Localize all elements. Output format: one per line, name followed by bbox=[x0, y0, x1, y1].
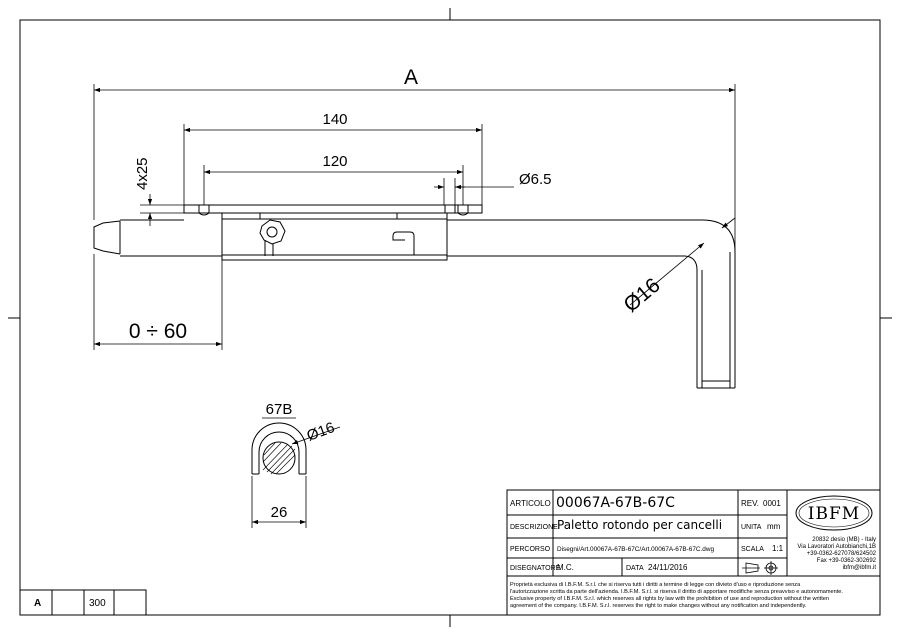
title-block bbox=[506, 489, 881, 616]
articolo-label: ARTICOLO bbox=[510, 499, 551, 508]
rev-label: REV. bbox=[741, 499, 759, 508]
legal-notice-line-2: l'autorizzazione scritta da parte dell'a… bbox=[510, 589, 843, 595]
revision-cell-value: 300 bbox=[89, 598, 106, 609]
dim-120-label: 120 bbox=[322, 153, 347, 170]
projection-symbol-icon bbox=[742, 561, 778, 575]
unita-label: UNITA bbox=[741, 524, 762, 531]
legal-notice-line-1: Proprietà esclusiva di I.B.F.M. S.r.l. c… bbox=[510, 582, 801, 588]
disegnatore-label: DISEGNATORE bbox=[510, 565, 561, 572]
dim-hole-label: Ø6.5 bbox=[519, 171, 552, 188]
dimensions bbox=[93, 84, 736, 350]
address-line-1: 20832 desio (MB) - Italy bbox=[812, 537, 876, 543]
percorso-label: PERCORSO bbox=[510, 546, 551, 553]
data-label: DATA bbox=[626, 565, 644, 572]
articolo-value: 00067A-67B-67C bbox=[556, 495, 675, 511]
disegnatore-value: M.C. bbox=[557, 563, 574, 572]
legal-notice-line-4: agreement of the company. I.B.F.M. S.r.l… bbox=[510, 603, 807, 609]
data-value: 24/11/2016 bbox=[648, 563, 688, 572]
section-67b-label: 67B bbox=[266, 401, 293, 418]
address-line-2: Via Lavoratori Autobianchi,1B bbox=[797, 544, 876, 550]
section-width-label: 26 bbox=[271, 504, 288, 521]
dim-a-label: A bbox=[404, 66, 418, 89]
descrizione-label: DESCRIZIONE bbox=[510, 524, 558, 531]
revision-cell-letter: A bbox=[34, 598, 41, 609]
logo-text: IBFM bbox=[808, 504, 860, 524]
percorso-value: Disegni/Art.00067A-67B-67C/Art.00067A-67… bbox=[557, 546, 714, 553]
descrizione-value: Paletto rotondo per cancelli bbox=[557, 518, 722, 532]
address-line-3: +39-0362-627078/624502 bbox=[807, 551, 877, 557]
rev-value: 0001 bbox=[763, 499, 781, 508]
revision-box bbox=[19, 589, 147, 616]
address-line-4: Fax +39-0362-302692 bbox=[817, 558, 877, 564]
ibfm-logo: IBFM bbox=[795, 495, 873, 531]
scala-value: 1:1 bbox=[772, 544, 784, 553]
sheet-frame bbox=[8, 8, 892, 627]
section-diameter-label: Ø16 bbox=[305, 419, 337, 445]
unita-value: mm bbox=[767, 522, 781, 531]
legal-notice-line-3: Exclusive property of I.B.F.M. S.r.l. wh… bbox=[510, 596, 829, 602]
section-67b bbox=[251, 417, 341, 528]
bolt-drawing bbox=[93, 204, 736, 389]
dim-4x25-label: 4x25 bbox=[134, 157, 151, 190]
dim-rod-diameter-label: Ø16 bbox=[619, 274, 664, 317]
dim-travel-label: 0 ÷ 60 bbox=[129, 320, 187, 343]
dim-140-label: 140 bbox=[322, 111, 347, 128]
address-line-5: ibfm@ibfm.it bbox=[843, 565, 877, 571]
scala-label: SCALA bbox=[741, 546, 764, 553]
